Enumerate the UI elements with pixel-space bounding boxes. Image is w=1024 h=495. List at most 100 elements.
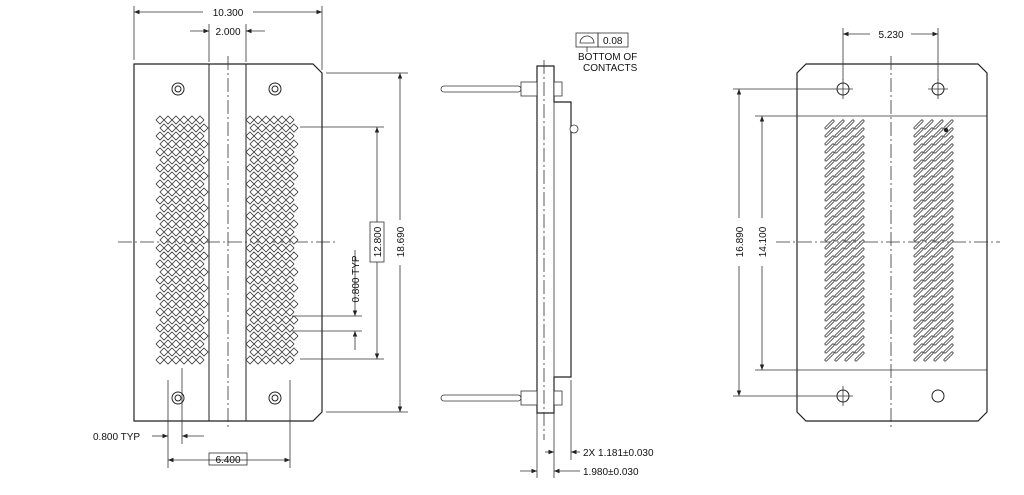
back-contact-pad-inner — [855, 240, 864, 249]
front-contact-pad — [167, 283, 177, 293]
front-contact-pad — [191, 139, 201, 149]
flatness-value: 0.08 — [603, 36, 623, 47]
front-contact-pad — [277, 115, 287, 125]
front-contact-pad — [195, 115, 205, 125]
front-contact-pad — [171, 339, 181, 349]
front-contact-pad — [265, 235, 275, 245]
front-contact-pad — [195, 355, 205, 365]
back-contact-pad-inner — [924, 176, 933, 185]
front-contact-pad — [269, 259, 279, 269]
back-inner-height-dim: 14.100 — [758, 226, 769, 257]
back-contact-pad-inner — [934, 176, 943, 185]
back-contact-pad-inner — [944, 136, 953, 145]
front-contact-pad — [171, 195, 181, 205]
back-contact-pad-inner — [934, 168, 943, 177]
front-contact-pad — [175, 251, 185, 261]
back-contact-pad-inner — [825, 128, 834, 137]
front-contact-pad — [175, 299, 185, 309]
front-contact-pad — [175, 331, 185, 341]
front-contact-pad — [257, 171, 267, 181]
back-contact-pad-inner — [855, 232, 864, 241]
back-contact-pad-inner — [845, 128, 854, 137]
front-contact-pad — [159, 155, 169, 165]
front-contact-pad — [245, 195, 255, 205]
back-contact-pad-inner — [944, 224, 953, 233]
front-contact-pad — [281, 155, 291, 165]
front-contact-pad — [187, 195, 197, 205]
back-contact-pad-inner — [924, 144, 933, 153]
front-contact-pad — [175, 123, 185, 133]
front-contact-pad — [175, 315, 185, 325]
back-contact-pad-inner — [845, 328, 854, 337]
front-contact-pad — [285, 259, 295, 269]
front-contact-pad — [261, 243, 271, 253]
back-contact-pad-inner — [845, 272, 854, 281]
front-contact-pad — [159, 139, 169, 149]
back-contact-pad-inner — [934, 272, 943, 281]
back-contact-pad-inner — [934, 128, 943, 137]
back-view: 5.230 16.890 14.100 — [733, 28, 1000, 430]
front-contact-pad — [253, 211, 263, 221]
back-contact-pad-inner — [924, 312, 933, 321]
front-contact-pad — [163, 291, 173, 301]
back-contact-pad-inner — [944, 272, 953, 281]
side-contact-height-dim: 2X 1.181±0.030 — [583, 448, 654, 459]
back-contact-pad-inner — [825, 120, 834, 129]
front-contact-pad — [195, 275, 205, 285]
back-contact-pad-inner — [855, 280, 864, 289]
front-contact-pad — [195, 131, 205, 141]
front-contact-pad — [273, 251, 283, 261]
front-contact-pad — [183, 171, 193, 181]
front-contact-pad — [273, 123, 283, 133]
front-contact-pad — [289, 235, 299, 245]
front-contact-pad — [261, 179, 271, 189]
front-contact-pad — [245, 163, 255, 173]
front-contact-pad — [257, 347, 267, 357]
front-contact-pad — [285, 275, 295, 285]
back-contact-pad-inner — [914, 216, 923, 225]
front-contact-pad — [171, 307, 181, 317]
front-contact-pad — [199, 331, 209, 341]
back-contact-pad-inner — [825, 176, 834, 185]
front-contact-pad — [277, 227, 287, 237]
front-contact-pad — [163, 115, 173, 125]
back-contact-pad-inner — [835, 336, 844, 345]
back-outer-height-dim: 16.890 — [735, 226, 746, 257]
front-contact-pad — [269, 195, 279, 205]
front-contact-pad — [249, 123, 259, 133]
back-contact-pad-inner — [855, 320, 864, 329]
front-view: 10.300 2.000 18.690 12.800 0.800 TYP 6.4… — [93, 6, 408, 468]
back-contact-pad-inner — [924, 192, 933, 201]
front-contact-pad — [289, 315, 299, 325]
back-contact-pad-inner — [944, 296, 953, 305]
back-contact-pad-inner — [934, 136, 943, 145]
front-contact-pad — [277, 195, 287, 205]
front-contact-pad — [187, 355, 197, 365]
back-contact-pad-inner — [934, 160, 943, 169]
front-contact-pad — [261, 131, 271, 141]
front-contact-pad — [159, 251, 169, 261]
back-contact-pad-inner — [914, 120, 923, 129]
front-contact-pad — [195, 307, 205, 317]
back-contact-pad-inner — [835, 264, 844, 273]
back-contact-pad-inner — [835, 256, 844, 265]
back-contact-pad-inner — [835, 192, 844, 201]
back-contact-pad-inner — [825, 232, 834, 241]
back-contact-pad-inner — [835, 272, 844, 281]
front-contact-pad — [281, 267, 291, 277]
front-mount-hole-tl — [171, 82, 185, 96]
front-contact-pad — [277, 259, 287, 269]
front-contact-pad — [269, 179, 279, 189]
front-contact-pad — [261, 323, 271, 333]
back-contact-pad-inner — [845, 120, 854, 129]
back-contact-pad-inner — [845, 344, 854, 353]
back-contact-pad-inner — [855, 336, 864, 345]
front-contact-pad — [191, 299, 201, 309]
back-contact-pad-inner — [825, 216, 834, 225]
front-contact-pad — [257, 155, 267, 165]
back-contact-pad-inner — [845, 216, 854, 225]
front-contact-pad — [163, 339, 173, 349]
back-contact-pad-inner — [914, 232, 923, 241]
front-contact-pad — [245, 115, 255, 125]
